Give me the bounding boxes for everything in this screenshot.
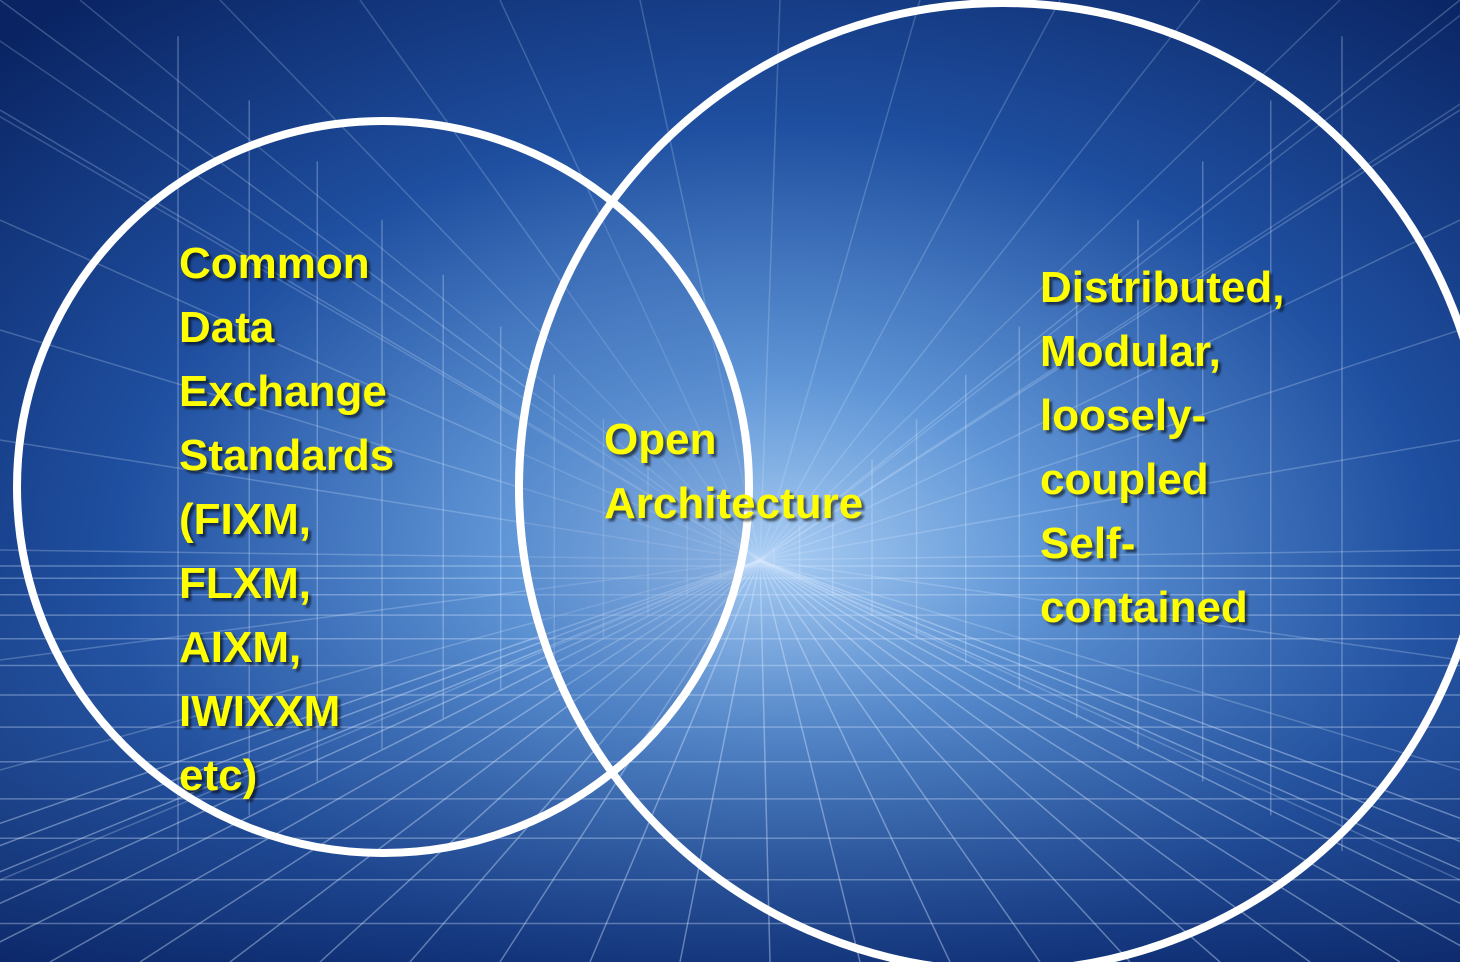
grid-line: [759, 559, 1131, 962]
grid-line: [759, 559, 1460, 661]
grid-line: [759, 219, 1460, 561]
right_circle-line: Distributed,: [1040, 263, 1285, 312]
grid-line: [0, 559, 761, 661]
grid-line: [759, 109, 1460, 561]
grid-line: [759, 549, 1460, 561]
left_circle-line: Standards: [179, 431, 395, 480]
grid-line: [79, 0, 761, 561]
grid-line: [49, 559, 761, 962]
grid-line: [0, 559, 761, 943]
grid-line: [229, 559, 761, 962]
left-circle: [13, 117, 753, 857]
venn-circles: [13, 0, 1460, 962]
grid-line: [759, 559, 1311, 962]
grid-line: [0, 219, 761, 561]
grid-line: [0, 0, 761, 561]
grid-line: [759, 559, 1221, 962]
grid-line: [759, 0, 1201, 561]
grid-line: [0, 559, 761, 881]
grid-line: [139, 559, 761, 962]
right_circle-line: Modular,: [1040, 327, 1221, 376]
grid-line: [0, 559, 761, 771]
grid-line: [0, 40, 761, 561]
grid-line: [0, 559, 761, 873]
grid-line: [499, 0, 761, 561]
grid-line: [759, 0, 1341, 561]
grid-line: [759, 559, 1460, 905]
grid-line: [219, 0, 761, 561]
grid-line: [759, 0, 1460, 561]
grid-line: [679, 559, 761, 962]
grid-line: [0, 109, 761, 561]
left_circle-line: Exchange: [179, 367, 387, 416]
right_circle-line: contained: [1040, 583, 1248, 632]
right-circle: [515, 0, 1460, 962]
grid-line: [759, 559, 771, 962]
grid-line: [759, 559, 861, 962]
grid-line: [759, 559, 1460, 947]
grid-line: [759, 559, 951, 962]
right_circle-line: loosely-: [1040, 391, 1207, 440]
grid-line: [0, 329, 761, 561]
grid-line: [0, 559, 761, 825]
grid-line: [639, 0, 761, 561]
left_circle-line: Common: [179, 239, 370, 288]
grid-line: [0, 559, 761, 905]
left_circle-line: Data: [179, 303, 275, 352]
grid-line: [759, 14, 1460, 561]
left_circle-line: FLXM,: [179, 559, 311, 608]
grid-line: [589, 559, 761, 962]
intersection-line: Open: [604, 415, 717, 464]
intersection-line: Architecture: [604, 479, 864, 528]
grid-line: [759, 559, 1460, 819]
grid-line: [759, 559, 1460, 871]
left_circle-line: etc): [179, 751, 258, 800]
grid-line: [759, 559, 1401, 962]
grid-line: [759, 439, 1460, 561]
grid-line: [409, 559, 761, 962]
grid-line: [759, 103, 1460, 561]
grid-line: [0, 549, 761, 561]
right_circle-line: Self-: [1040, 519, 1136, 568]
grid-line: [759, 0, 781, 561]
grid-line: [759, 0, 1061, 561]
grid-line: [759, 559, 1460, 771]
right_circle-line: coupled: [1040, 455, 1209, 504]
left_circle-line: AIXM,: [179, 623, 302, 672]
grid-line: [759, 0, 921, 561]
left_circle-line: IWIXXM: [179, 687, 341, 736]
grid-line: [359, 0, 761, 561]
grid-line: [0, 559, 761, 847]
grid-line: [0, 439, 761, 561]
grid-line: [319, 559, 761, 962]
grid-line: [759, 329, 1460, 561]
grid-line: [759, 559, 1460, 843]
grid-line: [759, 559, 1041, 962]
grid-line: [0, 115, 761, 561]
left_circle-line: (FIXM,: [179, 495, 311, 544]
